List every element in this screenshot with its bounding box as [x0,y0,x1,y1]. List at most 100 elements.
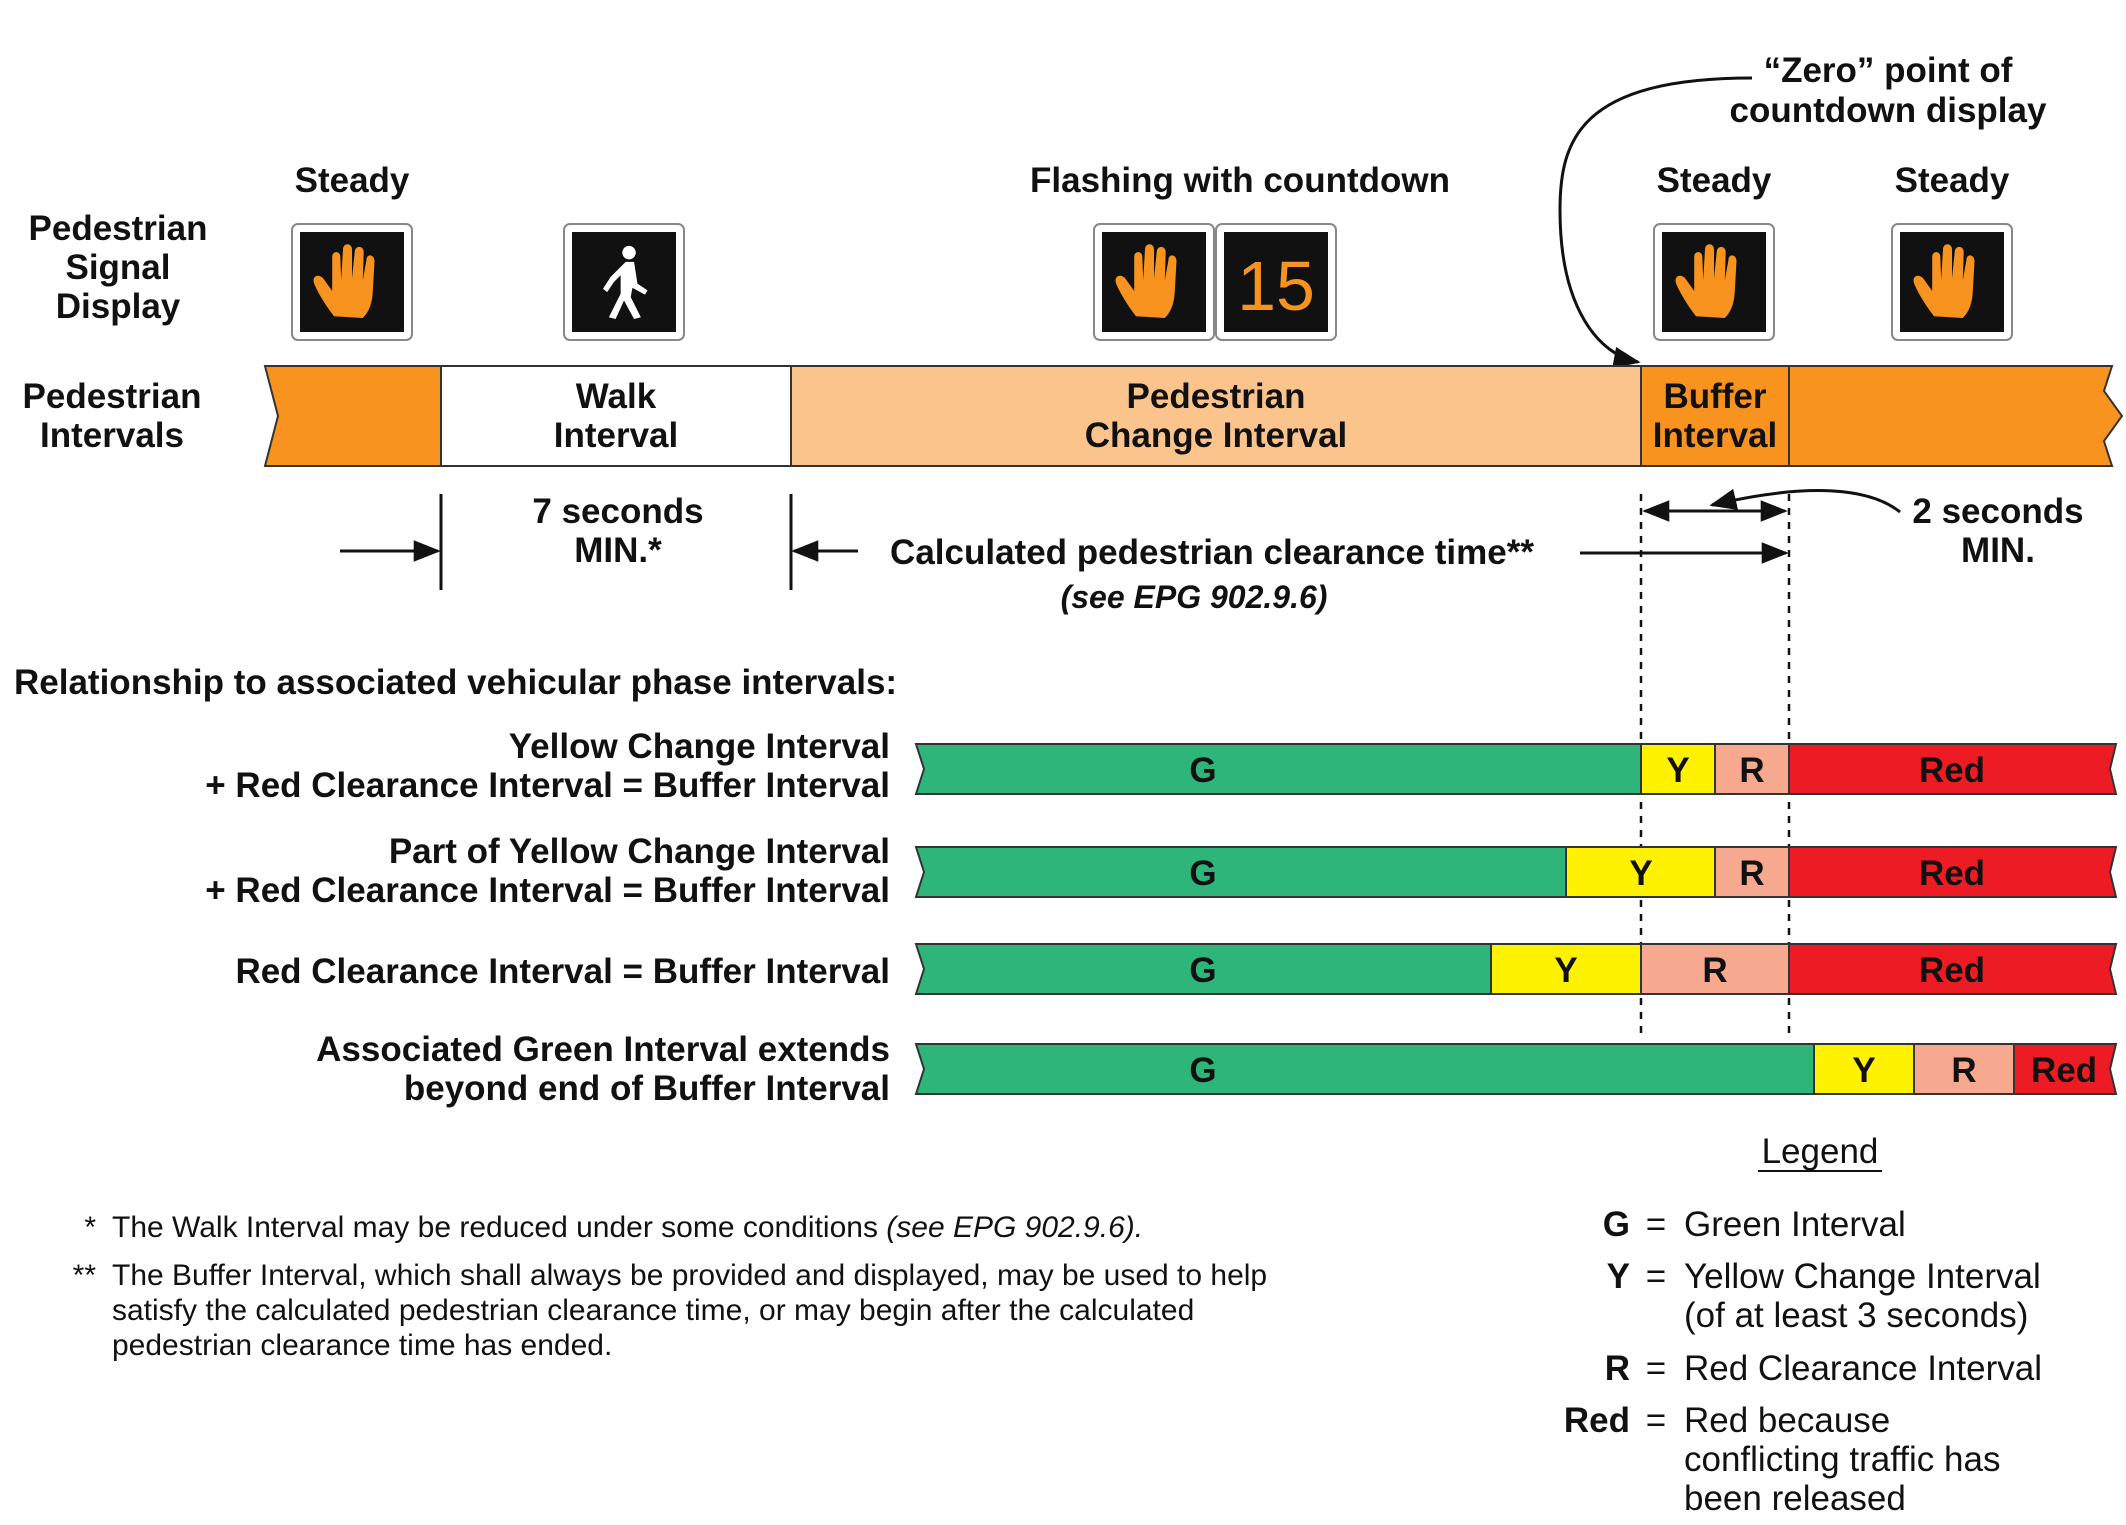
legend-y-key: Y [1607,1257,1630,1296]
row3-y-label: Y [1554,951,1577,990]
row4-yellow-segment [1813,1043,1915,1095]
row1-yellow-segment [1640,743,1716,795]
legend-g-eq: = [1646,1205,1666,1244]
row1-y-label: Y [1666,751,1689,790]
row1-green-segment [914,743,1642,795]
signal-display-label-2: Signal [65,248,170,287]
change-interval-label-2: Change Interval [1085,416,1348,455]
row3-phase-bar: G Y R Red [914,943,2118,995]
footnotes: * The Walk Interval may be reduced under… [73,1211,1267,1362]
row4-y-label: Y [1852,1051,1875,1090]
steady-label-2: Steady [1657,161,1772,200]
zero-point-arrow [1558,76,1753,369]
row2-red-label: Red [1919,854,1985,893]
legend-red-eq: = [1646,1401,1666,1440]
row1-red-clearance-segment [1714,743,1790,795]
row3-green-segment [914,943,1492,995]
row2-label-2: + Red Clearance Interval = Buffer Interv… [205,871,890,910]
row2-r-label: R [1739,854,1764,893]
footnote-1-reference: (see EPG 902.9.6). [886,1211,1143,1244]
buffer-interval-label-1: Buffer [1663,377,1766,416]
row1-label-1: Yellow Change Interval [509,727,890,766]
legend-g-value: Green Interval [1684,1205,1906,1244]
footnote-2-mark: ** [73,1259,97,1292]
walk-interval-label-2: Interval [554,416,679,455]
legend-y-eq: = [1646,1257,1666,1296]
relationship-section: Relationship to associated vehicular pha… [14,663,2118,1108]
row1-r-label: R [1739,751,1764,790]
footnote-2-line-1: The Buffer Interval, which shall always … [112,1259,1267,1292]
buffer-min-label-2: MIN. [1961,531,2035,570]
hand-icon [1653,223,1775,341]
legend-g-key: G [1603,1205,1630,1244]
zero-point-label-2: countdown display [1730,91,2047,130]
legend-red-key: Red [1564,1401,1630,1440]
legend-r-key: R [1605,1349,1630,1388]
row4-label-2: beyond end of Buffer Interval [404,1069,890,1108]
buffer-interval-label-2: Interval [1653,416,1778,455]
walk-interval-segment [440,365,792,467]
hand-icon [291,223,413,341]
hand-icon [1891,223,2013,341]
clearance-label: Calculated pedestrian clearance time** [890,533,1534,572]
hand-icon [1093,223,1215,341]
legend-r-value: Red Clearance Interval [1684,1349,2042,1388]
row3-label-1: Red Clearance Interval = Buffer Interval [235,952,890,991]
walking-person-icon [563,223,685,341]
walk-min-label-2: MIN.* [574,531,662,570]
legend-r-eq: = [1646,1349,1666,1388]
clearance-reference: (see EPG 902.9.6) [1061,579,1328,615]
row4-green-segment [914,1043,1815,1095]
row3-red-clearance-segment [1640,943,1790,995]
row1-red-label: Red [1919,751,1985,790]
steady-dont-walk-segment [263,365,442,467]
footnote-1: The Walk Interval may be reduced under s… [112,1211,1143,1244]
legend-red-value-3: been released [1684,1479,1906,1518]
row2-green-segment [914,846,1567,898]
footnote-1-mark: * [84,1211,96,1244]
intervals-label-2: Intervals [40,416,184,455]
row4-label-1: Associated Green Interval extends [316,1030,890,1069]
countdown-value: 15 [1237,247,1315,325]
row4-phase-bar: G Y R Red [914,1043,2118,1095]
row3-red-segment [1788,943,2118,995]
steady-after-segment [1788,365,2124,467]
walk-min-label-1: 7 seconds [532,492,703,531]
row3-yellow-segment [1490,943,1642,995]
steady-label-3: Steady [1895,161,2010,200]
row2-red-segment [1788,846,2118,898]
buffer-min-label-1: 2 seconds [1912,492,2083,531]
row2-y-label: Y [1629,854,1652,893]
row1-phase-bar: G Y R Red [914,743,2118,795]
countdown-icon: 15 [1215,223,1337,341]
zero-point-label-1: “Zero” point of [1764,51,2013,90]
timing-annotations: 7 seconds MIN.* Calculated pedestrian cl… [340,488,2084,1040]
row1-g-label: G [1189,751,1216,790]
row4-g-label: G [1189,1051,1216,1090]
signal-display-label-3: Display [56,287,181,326]
legend-title: Legend [1762,1132,1879,1171]
footnote-2-line-2: satisfy the calculated pedestrian cleara… [112,1294,1194,1327]
steady-label-1: Steady [295,161,410,200]
flashing-label: Flashing with countdown [1030,161,1450,200]
row4-red-segment [2013,1043,2118,1095]
legend-y-value-1: Yellow Change Interval [1684,1257,2041,1296]
row3-red-label: Red [1919,951,1985,990]
row4-red-label: Red [2031,1051,2097,1090]
row1-label-2: + Red Clearance Interval = Buffer Interv… [205,766,890,805]
footnote-1-text: The Walk Interval may be reduced under s… [112,1211,886,1244]
legend-red-value-1: Red because [1684,1401,1890,1440]
row3-g-label: G [1189,951,1216,990]
row1-red-segment [1788,743,2118,795]
row4-r-label: R [1951,1051,1976,1090]
legend-y-value-2: (of at least 3 seconds) [1684,1296,2028,1335]
row4-red-clearance-segment [1913,1043,2015,1095]
footnote-2-line-3: pedestrian clearance time has ended. [112,1329,612,1362]
row2-g-label: G [1189,854,1216,893]
legend-red-value-2: conflicting traffic has [1684,1440,2000,1479]
change-interval-label-1: Pedestrian [1127,377,1306,416]
pedestrian-intervals-row: Pedestrian Intervals Walk Interval Pedes… [23,365,2124,467]
intervals-label-1: Pedestrian [23,377,202,416]
signal-display-row: Pedestrian Signal Display Steady Flashin… [29,51,2047,369]
